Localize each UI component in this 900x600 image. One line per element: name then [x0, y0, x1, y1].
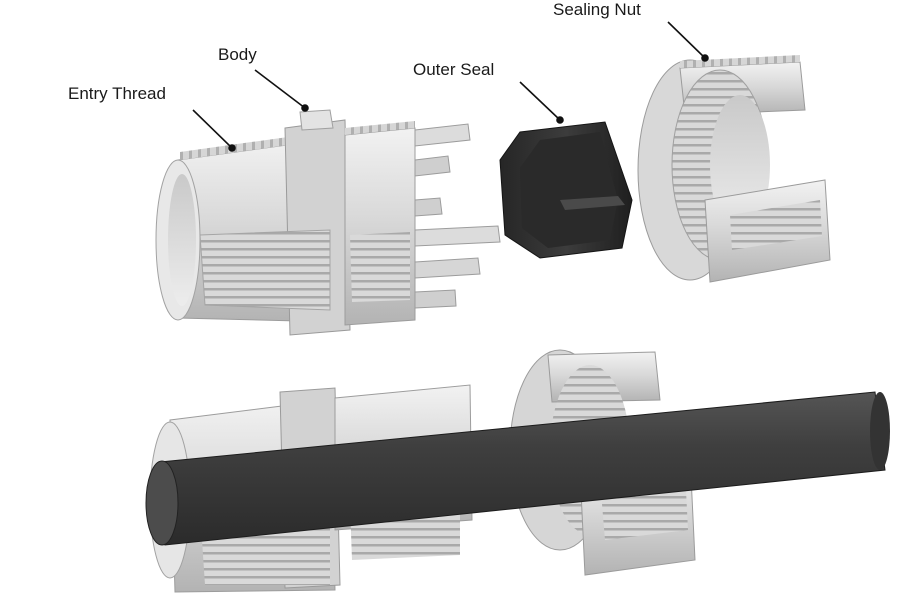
assembled-view [145, 349, 890, 593]
leader-lines [192, 21, 709, 152]
body-label: Body [218, 45, 257, 64]
exploded-view [155, 55, 831, 336]
cable [145, 391, 890, 546]
sealing-nut-label: Sealing Nut [553, 0, 641, 19]
entry-thread-label: Entry Thread [68, 84, 166, 103]
outer-seal-part [499, 121, 633, 259]
outer-seal-label: Outer Seal [413, 60, 495, 79]
sealing-nut-part [637, 55, 831, 283]
body-part [155, 109, 501, 336]
